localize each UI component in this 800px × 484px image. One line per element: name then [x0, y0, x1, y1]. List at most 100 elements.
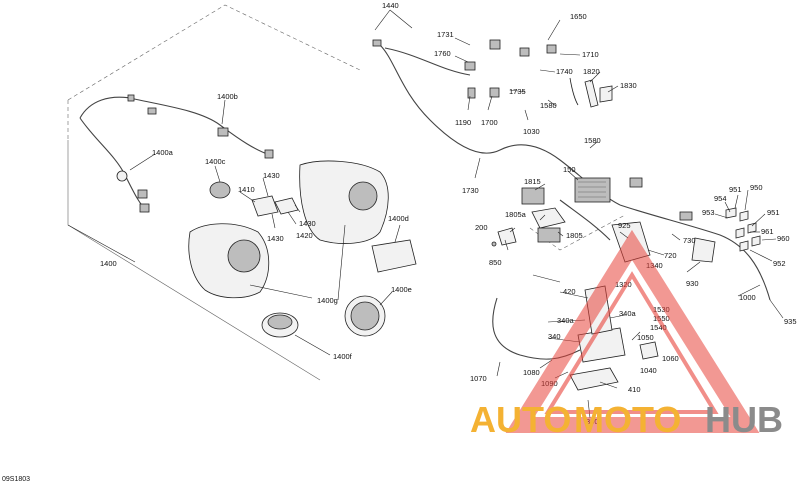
connector [464, 61, 476, 71]
control-module-1400d [371, 239, 417, 273]
wire-harness-main [379, 44, 621, 206]
callout: 1400a [152, 148, 174, 157]
callout: 1400e [391, 285, 412, 294]
callout: 1760 [434, 49, 451, 58]
callout: 1580 [540, 101, 557, 110]
callout: 340a [557, 316, 575, 325]
callout: 930 [686, 279, 699, 288]
callout: 340a [619, 309, 637, 318]
callout: 1740 [556, 67, 573, 76]
gauge-face [350, 301, 380, 331]
panel-outline-mid [529, 214, 626, 251]
callout: 850 [489, 258, 502, 267]
callout: 1400c [205, 157, 226, 166]
grommet [116, 170, 128, 182]
fuse [747, 222, 757, 234]
wire-harness-right [619, 204, 771, 301]
connector [489, 87, 500, 98]
callout: 1700 [481, 118, 498, 127]
relay-base-1805a [531, 207, 566, 229]
callout: 1340 [646, 261, 663, 270]
connector [139, 203, 150, 213]
callout: 1190 [455, 118, 471, 127]
callout: 1731 [437, 30, 454, 39]
callout: 1440 [382, 1, 399, 10]
callout: 1400d [388, 214, 409, 223]
diagram-code: 09S1803 [2, 476, 30, 483]
callout: 950 [750, 183, 763, 192]
callout: 1430 [263, 171, 280, 180]
callout: 730 [683, 236, 696, 245]
wire-harness-top [384, 47, 471, 76]
callout: 935 [784, 317, 797, 326]
callout: 1830 [620, 81, 637, 90]
watermark-text: HUB [705, 399, 783, 440]
callout: 1650 [570, 12, 587, 21]
callout: 1735 [509, 87, 526, 96]
callout: 960 [777, 234, 790, 243]
connector [467, 87, 476, 99]
callout: 951 [729, 185, 742, 194]
watermark-text: AUTO [470, 399, 571, 440]
callout: 1400g [317, 296, 338, 305]
fuse [739, 240, 749, 252]
watermark-text: MOTO [574, 399, 681, 440]
cluster-housing-upper [299, 160, 389, 244]
battery-tray-410 [569, 367, 619, 391]
callout: 925 [618, 221, 631, 230]
callout: 1000 [739, 293, 756, 302]
connector [137, 189, 148, 199]
callout: 1400f [333, 352, 353, 361]
relay-1815 [521, 187, 545, 205]
connector [519, 47, 530, 57]
callout: 1710 [582, 50, 599, 59]
connector [679, 211, 693, 221]
bracket-1410 [251, 195, 279, 217]
leader-lines [67, 9, 784, 419]
callout: 1540 [650, 323, 667, 332]
fuse-1060 [639, 341, 659, 360]
callout: 410 [628, 385, 641, 394]
callout: 1820 [583, 67, 600, 76]
bezel-inner [267, 314, 293, 330]
callout: 953 [702, 208, 715, 217]
panel-outline-top [67, 4, 361, 101]
callout: 1730 [462, 186, 479, 195]
callout: 1050 [637, 333, 654, 342]
callout: 1430 [267, 234, 284, 243]
gauge-opening [227, 239, 261, 273]
callout: 952 [773, 259, 786, 268]
connector [217, 127, 229, 137]
connector [264, 149, 274, 159]
callout: 1060 [662, 354, 679, 363]
connector [546, 44, 557, 54]
watermark-triangle-logo [505, 229, 760, 433]
connector [147, 107, 157, 115]
callout: 954 [714, 194, 727, 203]
callout: 150 [563, 165, 576, 174]
callout: 340 [548, 332, 561, 341]
callout: 1030 [523, 127, 540, 136]
callout: 1815 [524, 177, 541, 186]
clip-200 [497, 227, 517, 246]
gauge-opening [348, 181, 378, 211]
callout: 1550 [653, 314, 670, 323]
callout: 951 [767, 208, 780, 217]
bracket-1820 [584, 79, 599, 108]
bracket-1420 [274, 197, 299, 215]
fuse [739, 210, 749, 222]
callout: 1400b [217, 92, 238, 101]
callout: 961 [761, 227, 774, 236]
callout: 1805 [566, 231, 583, 240]
wire-harness-left-top [79, 96, 271, 156]
fuse [751, 235, 761, 247]
callout: 1040 [640, 366, 657, 375]
callout: 200 [475, 223, 488, 232]
cover-930 [691, 237, 716, 263]
fuse [735, 227, 745, 239]
callout: 1080 [523, 368, 540, 377]
callout: 1420 [296, 231, 313, 240]
connector [127, 94, 135, 102]
